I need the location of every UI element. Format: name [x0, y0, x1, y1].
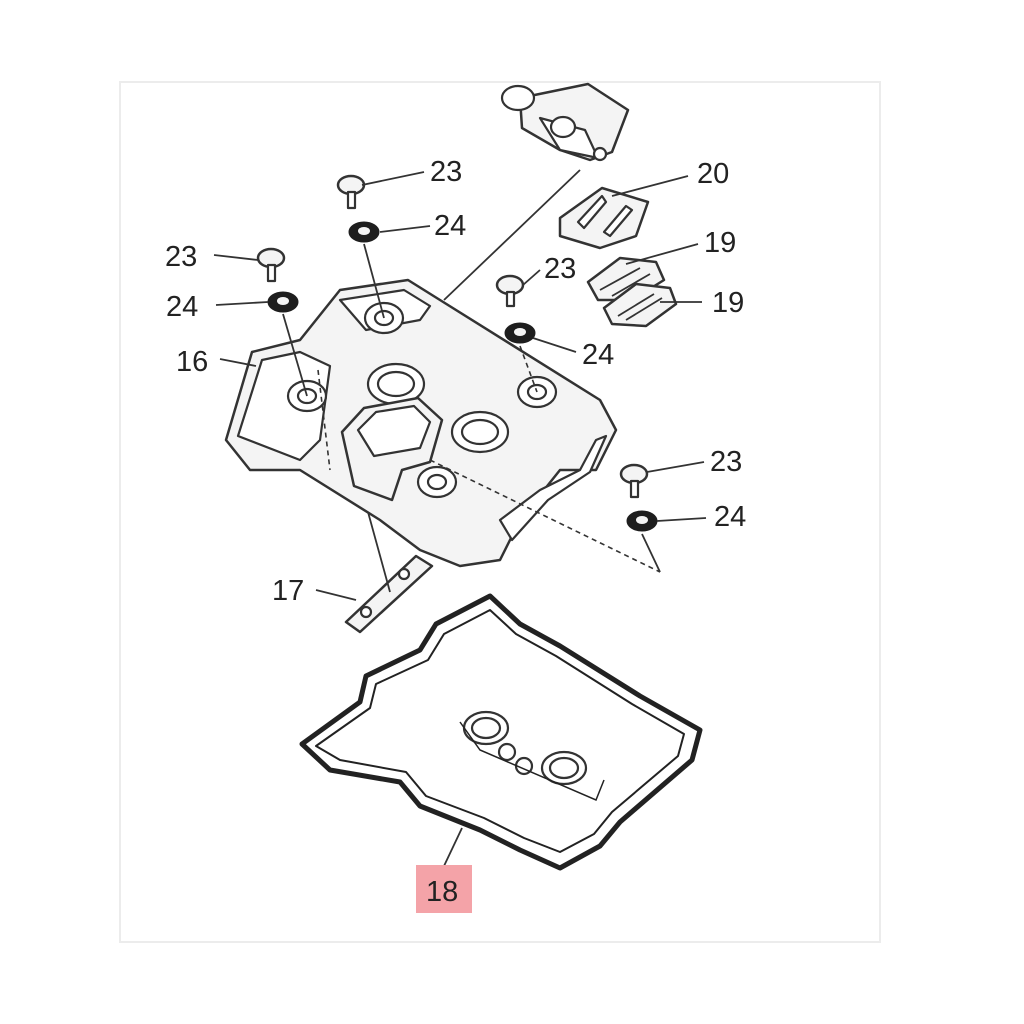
- part-19-clamps: [586, 256, 678, 328]
- callout-24: 24: [714, 501, 746, 533]
- part-17-bracket: [344, 554, 434, 634]
- bolt-23-c: [495, 274, 525, 308]
- callout-19: 19: [712, 287, 744, 319]
- ignition-coil: [500, 82, 630, 162]
- assembly-lines: [282, 169, 661, 593]
- callout-19: 19: [704, 227, 736, 259]
- bolt-23-d: [619, 463, 649, 499]
- washer-24-c: [504, 322, 536, 344]
- callout-23: 23: [430, 156, 462, 188]
- washer-24-a: [348, 221, 380, 243]
- washer-24-d: [626, 510, 658, 532]
- callout-17: 17: [272, 575, 304, 607]
- callout-leaders: [213, 171, 707, 867]
- washer-24-b: [267, 291, 299, 313]
- part-16-cylinder-head-cover: [224, 278, 618, 568]
- callout-24: 24: [582, 339, 614, 371]
- part-18-gasket: [299, 593, 703, 871]
- callout-24: 24: [166, 291, 198, 323]
- callout-23: 23: [165, 241, 197, 273]
- callout-20: 20: [697, 158, 729, 190]
- callout-24: 24: [434, 210, 466, 242]
- callout-23: 23: [710, 446, 742, 478]
- callout-16: 16: [176, 346, 208, 378]
- callout-18-highlight: [416, 865, 472, 913]
- part-20-plate: [558, 186, 650, 250]
- bolt-23-b: [256, 247, 286, 283]
- callout-18: 18: [426, 876, 458, 908]
- bolt-23-a: [336, 174, 366, 210]
- callout-23: 23: [544, 253, 576, 285]
- page-border: [119, 81, 881, 943]
